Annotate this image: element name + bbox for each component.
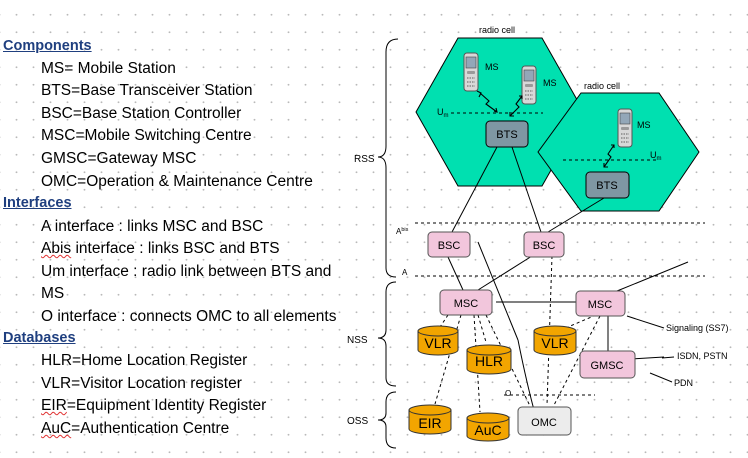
mobile-phone-icon [463,52,479,92]
component-item: GMSC=Gateway MSC [41,150,197,167]
eir-label: EIR [418,415,441,431]
nss-brace [377,281,397,387]
interface-item: MS [41,285,65,302]
bts-box-2 [585,171,630,199]
pdn-label: PDN [674,378,693,388]
components-heading: Components [3,38,92,54]
database-item: HLR=Home Location Register [41,352,248,369]
component-item: OMC=Operation & Maintenance Centre [41,173,313,190]
database-item: EIR=Equipment Identity Register [41,397,267,414]
radio-link-icon [603,144,615,168]
bsc-label: BSC [438,240,461,252]
component-item: BSC=Base Station Controller [41,105,242,122]
vlr-label: VLR [541,335,568,351]
auc-label: AuC [474,422,501,438]
gmsc-label: GMSC [591,360,624,372]
mobile-phone-icon [521,65,537,105]
omc-label: OMC [531,417,557,429]
databases-heading: Databases [3,330,76,346]
oss-brace [377,391,397,449]
component-item: BTS=Base Transceiver Station [41,82,253,99]
hlr-label: HLR [475,353,503,369]
auc-database: AuC [466,412,510,442]
database-item: VLR=Visitor Location register [41,375,242,392]
interfaces-heading: Interfaces [3,195,72,211]
bsc-box-1 [427,231,471,258]
radio-cell-2-label: radio cell [584,81,620,91]
rss-label: RSS [354,154,375,165]
um-label-1: Um [437,107,449,119]
nss-label: NSS [347,335,368,346]
interface-item: Abis interface : links BSC and BTS [41,240,280,257]
vlr-database-1: VLR [417,325,459,356]
radio-cell-1-label: radio cell [479,25,515,35]
bts-label: BTS [496,129,517,141]
bsc-label: BSC [533,240,556,252]
vlr-label: VLR [424,335,451,351]
interface-item: O interface : connects OMC to all elemen… [41,308,337,325]
database-item: AuC=Authentication Centre [41,420,230,437]
gmsc-box [579,350,636,379]
bts-label: BTS [596,180,617,192]
mobile-phone-icon [617,108,633,148]
radio-cell-2 [537,92,700,212]
interface-item: A interface : links MSC and BSC [41,218,264,235]
vlr-database-2: VLR [533,325,577,356]
msc-box-2 [575,290,626,317]
hlr-database: HLR [466,344,512,375]
ms-label: MS [637,120,651,130]
bsc-box-2 [523,231,565,258]
eir-database: EIR [408,404,452,435]
msc-label: MSC [454,298,479,310]
signaling-label: Signaling (SS7) [666,323,729,333]
um-label-2: Um [650,150,662,162]
msc-label: MSC [588,299,613,311]
radio-link-icon [509,95,523,117]
msc-box-1 [439,289,493,316]
rss-brace [377,38,399,278]
a-interface-label: A [402,268,408,277]
oss-label: OSS [347,416,368,427]
o-interface-label: O [505,389,511,398]
interface-item: Um interface : radio link between BTS an… [41,263,332,280]
omc-box [517,406,572,436]
bts-box-1 [485,120,529,148]
component-item: MS= Mobile Station [41,60,176,77]
abis-label: Abis [396,227,409,236]
component-item: MSC=Mobile Switching Centre [41,127,252,144]
radio-link-icon [479,92,498,113]
ms-label: MS [543,78,557,88]
isdn-pstn-label: ISDN, PSTN [677,351,728,361]
ms-label: MS [485,62,499,72]
